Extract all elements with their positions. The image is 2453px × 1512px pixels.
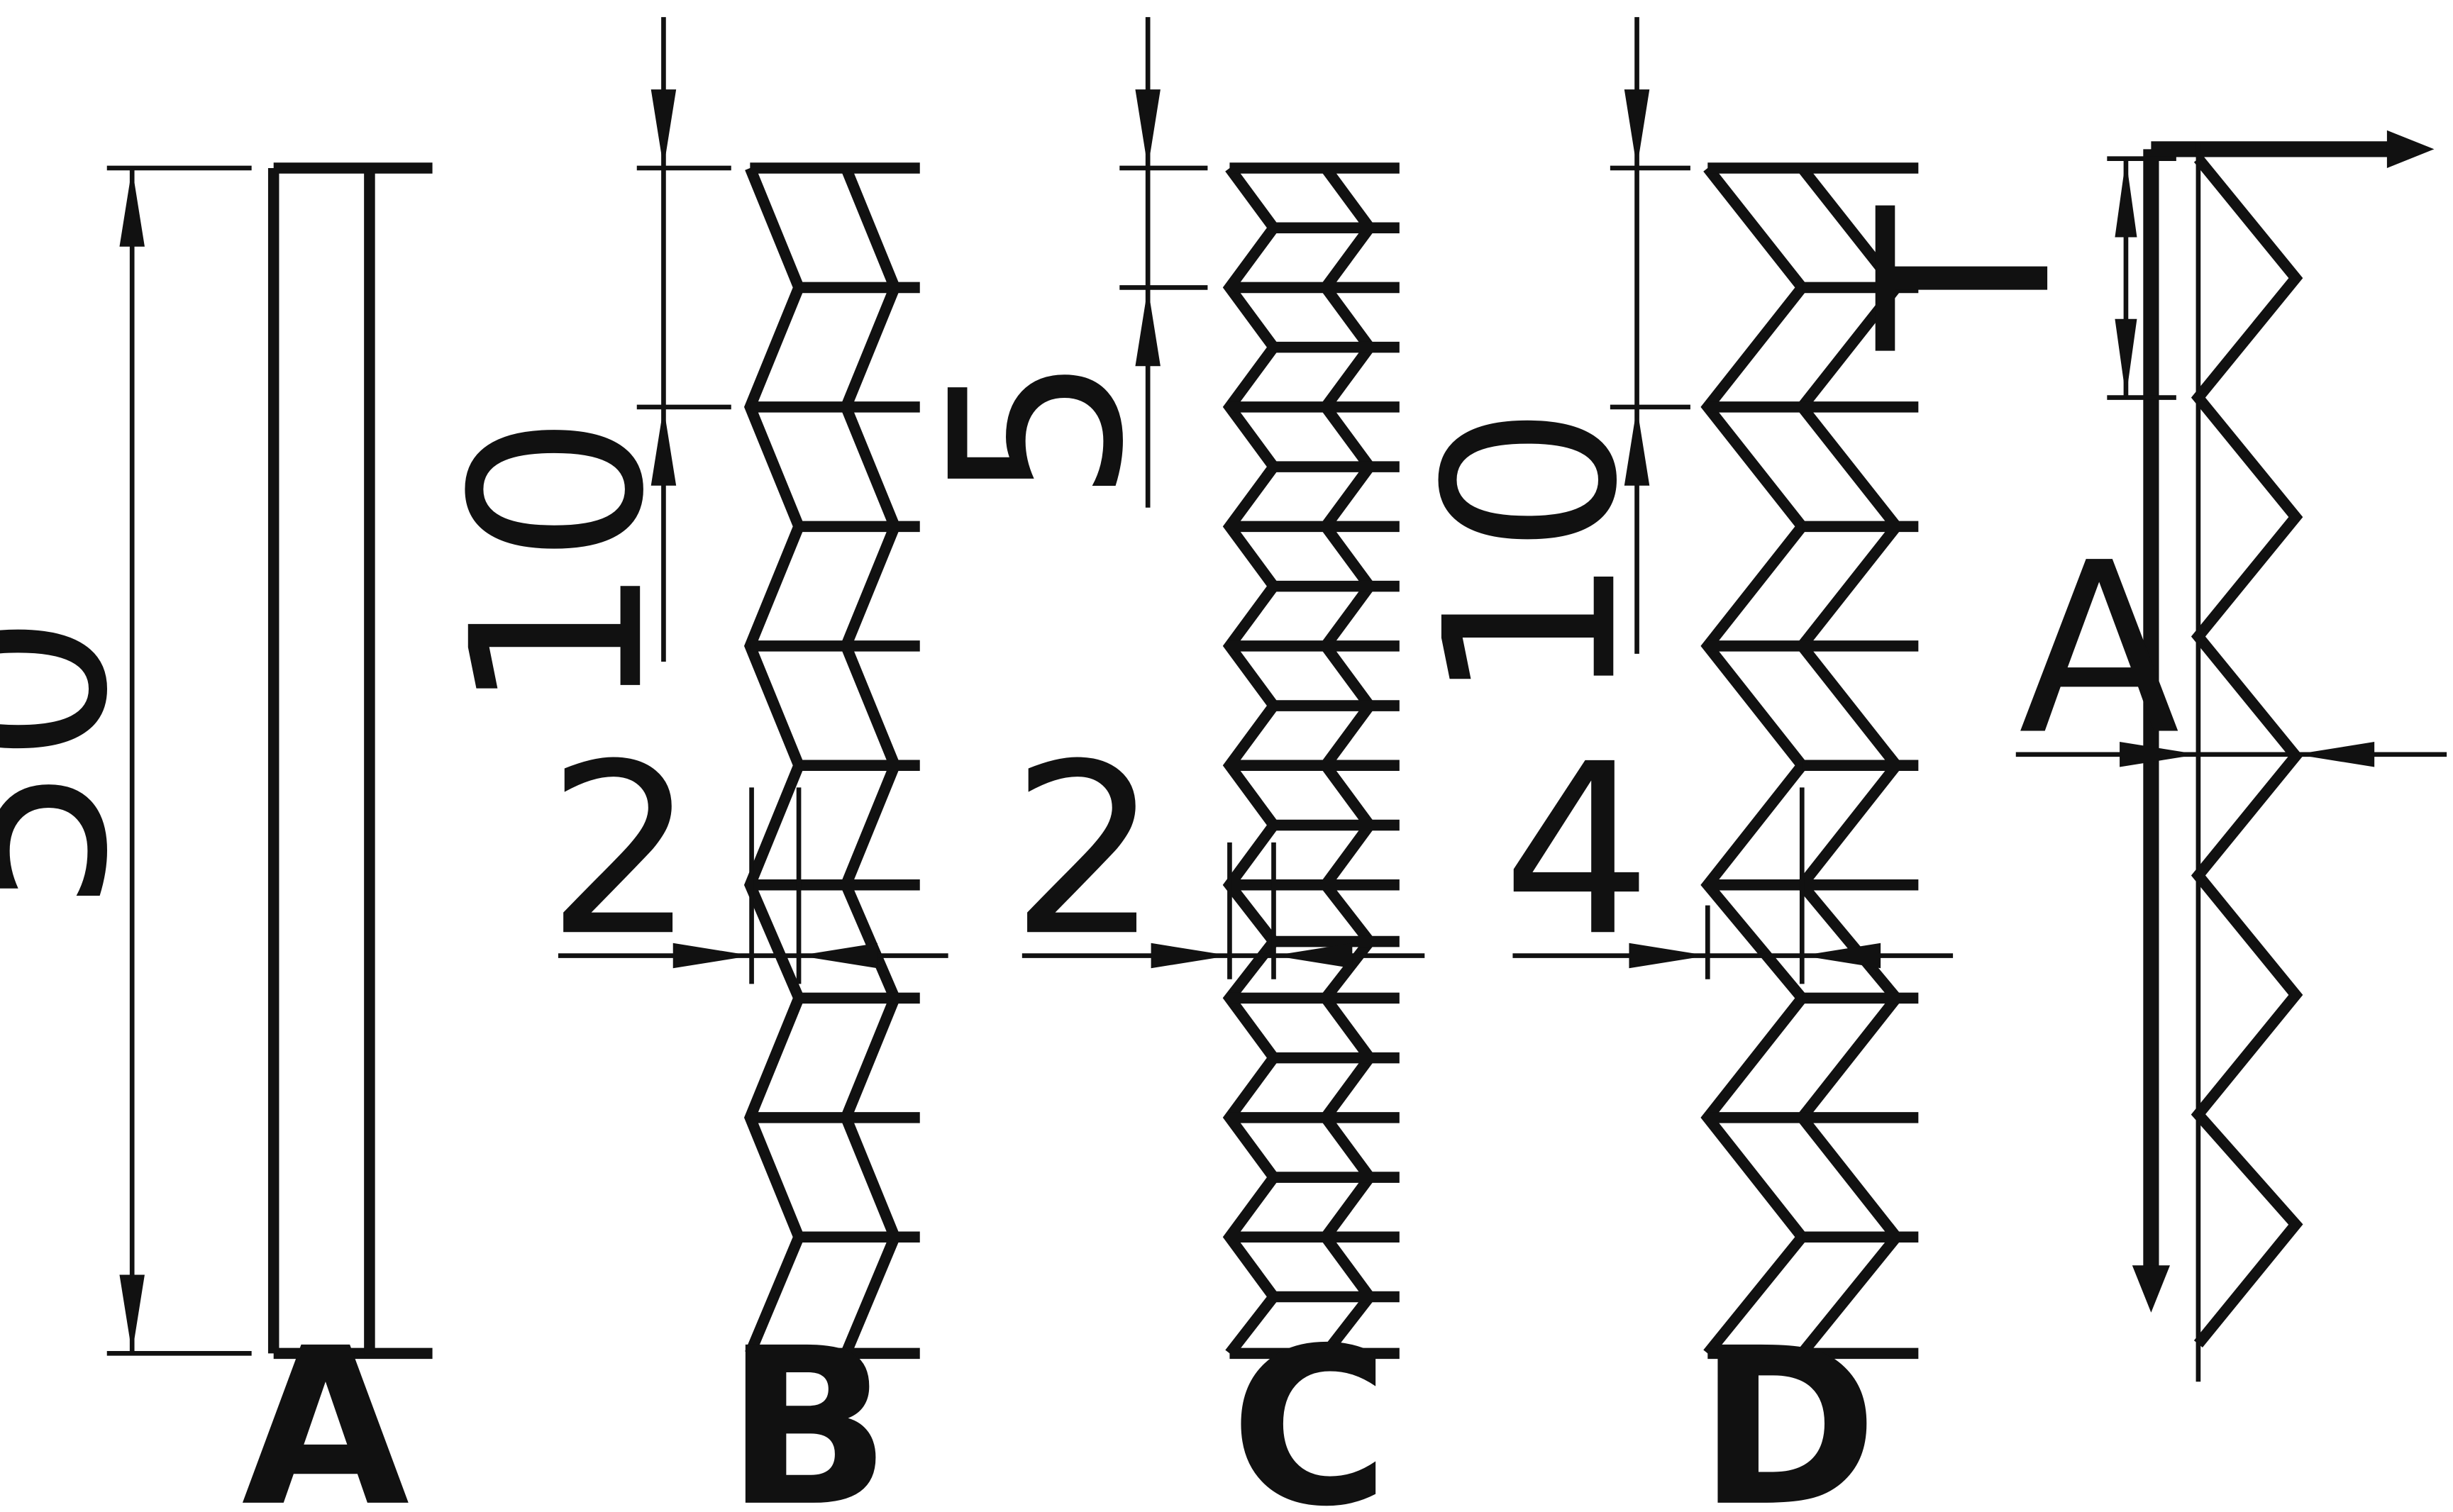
amplitude-value: 2 <box>546 713 697 988</box>
panel-label: C <box>1230 1302 1390 1512</box>
pitch-dimension: 10 <box>1395 17 1690 705</box>
fold-lines <box>1229 162 1400 1360</box>
panel-label: D <box>1698 1302 1878 1512</box>
zigzag-strip <box>1700 162 1919 1360</box>
amplitude-dimension: A <box>2015 513 2447 787</box>
panel-label: A <box>241 1302 411 1512</box>
pitch-value: 10 <box>421 414 696 714</box>
panel-label: B <box>726 1302 891 1512</box>
pitch-value: 10 <box>1395 405 1669 705</box>
panel-a: 50 A <box>0 162 433 1512</box>
amplitude-symbol: A <box>2019 513 2181 787</box>
panel-b: 10 2 B <box>421 17 948 1512</box>
height-value: 50 <box>0 614 160 914</box>
panel-d: 10 4 D <box>1395 17 1954 1512</box>
zigzag-strip <box>743 162 920 1360</box>
zigzag-strip <box>1222 162 1400 1360</box>
amplitude-dimension: 4 <box>1502 713 1954 988</box>
amplitude-dimension: 2 <box>1010 713 1425 988</box>
period-symbol: T <box>1829 203 2103 354</box>
pitch-dimension: 5 <box>901 17 1208 508</box>
flat-strip <box>267 162 433 1360</box>
amplitude-value: 4 <box>1502 713 1653 988</box>
fold-lines <box>750 162 920 1360</box>
fold-lines <box>1707 162 1919 1360</box>
panel-c: 5 2 C <box>901 17 1425 1512</box>
period-dimension: T <box>1829 156 2176 400</box>
pitch-value: 5 <box>901 354 1175 504</box>
amplitude-dimension: 2 <box>546 713 948 988</box>
wave-schematic: T A <box>1829 130 2447 1382</box>
pitch-dimension: 10 <box>421 17 731 714</box>
amplitude-value: 2 <box>1010 713 1161 988</box>
height-dimension: 50 <box>0 165 252 1356</box>
axes <box>2132 130 2435 1313</box>
triangle-wave <box>2191 155 2303 1347</box>
